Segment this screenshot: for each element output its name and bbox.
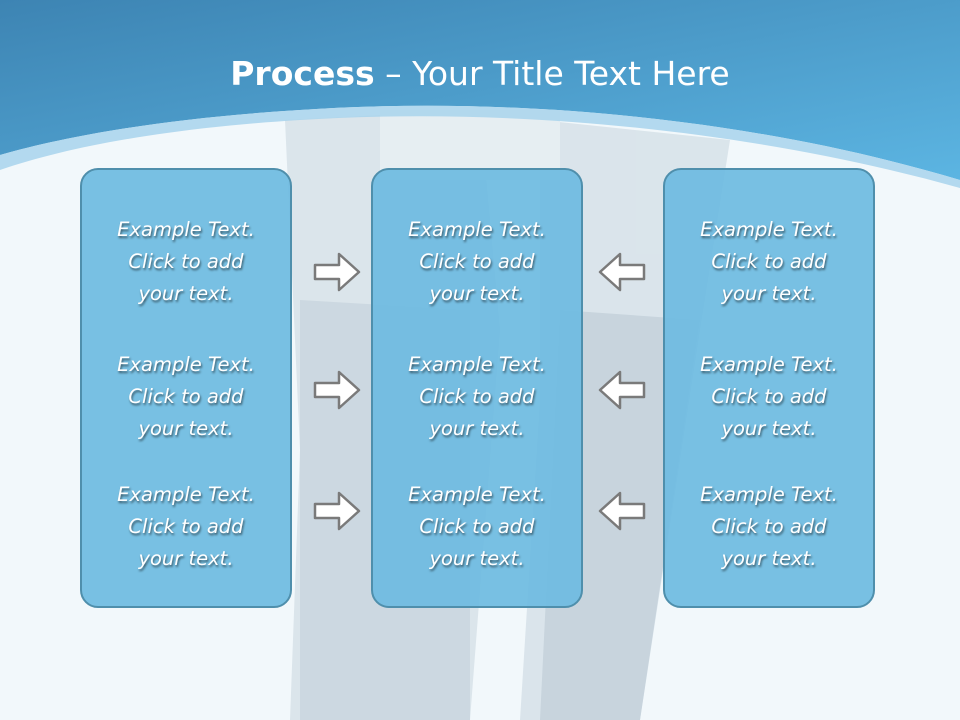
arrow-left-icon <box>598 252 646 292</box>
panel-text[interactable]: Example Text. Click to add your text. <box>408 218 546 305</box>
process-panel-right[interactable]: Example Text. Click to add your text. Ex… <box>663 168 875 608</box>
panel-text[interactable]: Example Text. Click to add your text. <box>408 353 546 440</box>
panel-text[interactable]: Example Text. Click to add your text. <box>700 483 838 570</box>
panel-text[interactable]: Example Text. Click to add your text. <box>117 353 255 440</box>
header-wave <box>0 0 960 188</box>
arrow-right-icon <box>313 252 361 292</box>
arrow-right-icon <box>313 370 361 410</box>
arrow-left-icon <box>598 370 646 410</box>
arrow-left-icon <box>598 491 646 531</box>
arrow-right-icon <box>313 491 361 531</box>
panel-text[interactable]: Example Text. Click to add your text. <box>117 483 255 570</box>
panel-text[interactable]: Example Text. Click to add your text. <box>117 218 255 305</box>
process-panel-center[interactable]: Example Text. Click to add your text. Ex… <box>371 168 583 608</box>
panel-text[interactable]: Example Text. Click to add your text. <box>700 353 838 440</box>
panel-text[interactable]: Example Text. Click to add your text. <box>408 483 546 570</box>
process-panel-left[interactable]: Example Text. Click to add your text. Ex… <box>80 168 292 608</box>
slide-title[interactable]: Process – Your Title Text Here <box>0 54 960 93</box>
title-bold: Process <box>230 54 375 93</box>
title-rest: – Your Title Text Here <box>374 54 730 93</box>
panel-text[interactable]: Example Text. Click to add your text. <box>700 218 838 305</box>
